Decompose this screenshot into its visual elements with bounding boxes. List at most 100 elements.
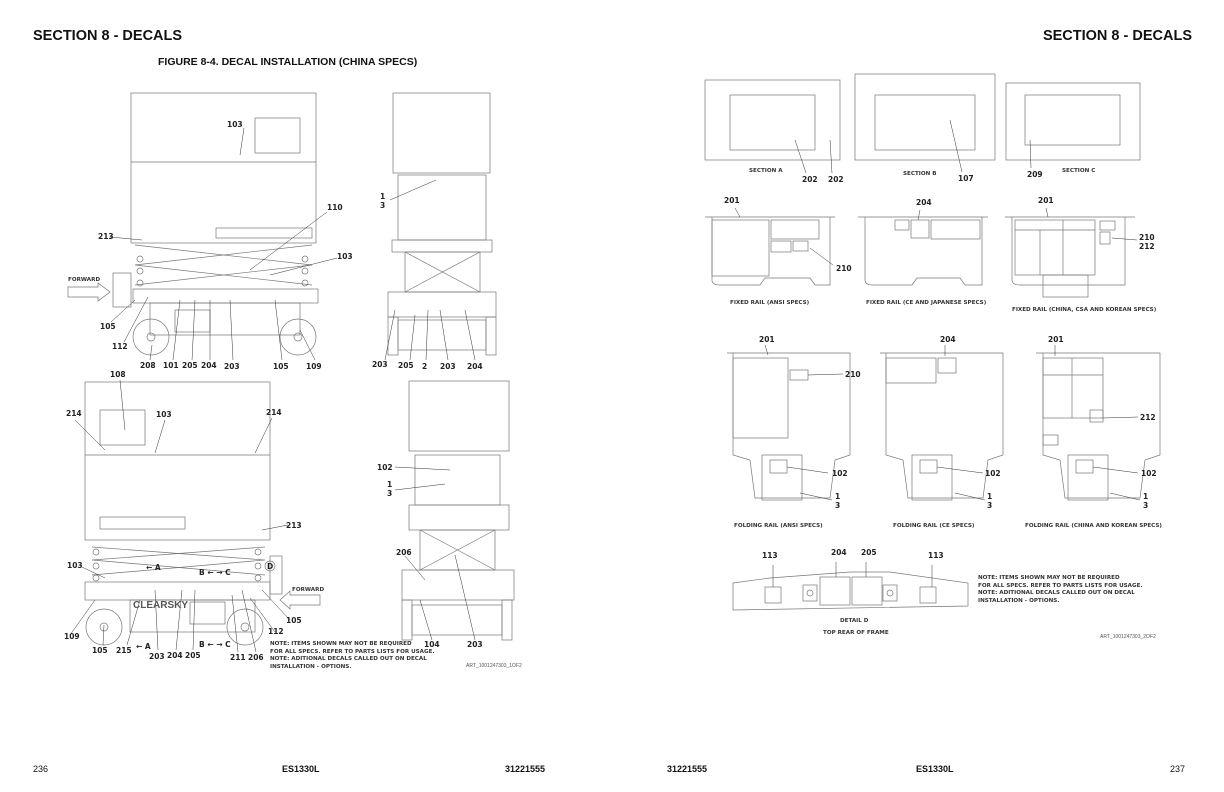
callout: 205 — [398, 361, 414, 370]
callout: 1 — [1143, 492, 1149, 501]
callout: 2 — [422, 362, 428, 371]
doc-number-right: 31221555 — [667, 764, 708, 774]
detail-subtitle: TOP REAR OF FRAME — [823, 630, 889, 636]
callout: 3 — [380, 201, 386, 210]
callout: 3 — [987, 501, 993, 510]
callout: 212 — [1139, 242, 1155, 251]
figure-title: FIGURE 8-4. DECAL INSTALLATION (CHINA SP… — [158, 56, 418, 68]
caption: FOLDING RAIL (CE SPECS) — [893, 523, 975, 529]
clearsky-logo: CLEARSKY — [133, 600, 189, 611]
callout: 204 — [167, 651, 183, 660]
section-title-right: SECTION 8 - DECALS — [1042, 28, 1192, 44]
art-id-left: ART_1001247303_1OF2 — [466, 663, 522, 669]
callout: 202 — [802, 175, 818, 184]
section-title-left: SECTION 8 - DECALS — [33, 28, 183, 44]
section-marker: ← A — [136, 642, 151, 651]
callout: 112 — [112, 342, 128, 351]
callout: 212 — [1140, 413, 1156, 422]
callout: 102 — [985, 469, 1001, 478]
callout: 110 — [327, 203, 343, 212]
callout: 201 — [1038, 196, 1054, 205]
callout: 213 — [286, 521, 302, 530]
section-marker: ← A — [146, 563, 161, 572]
callout: 203 — [440, 362, 456, 371]
callout: 3 — [1143, 501, 1149, 510]
callout: 201 — [759, 335, 775, 344]
callout: 213 — [98, 232, 114, 241]
callout: 1 — [387, 480, 393, 489]
callout: 202 — [828, 175, 844, 184]
model-right: ES1330L — [916, 764, 954, 774]
side-view-bottom-drawing — [69, 379, 321, 653]
callout: 112 — [268, 627, 284, 636]
callout: 203 — [149, 652, 165, 661]
callout: 205 — [861, 548, 877, 557]
callout: 103 — [337, 252, 353, 261]
callout: 102 — [377, 463, 393, 472]
caption: FOLDING RAIL (CHINA AND KOREAN SPECS) — [1025, 523, 1162, 529]
callout: 204 — [831, 548, 847, 557]
callout: 204 — [916, 198, 932, 207]
detail-title: DETAIL D — [840, 618, 869, 624]
callout: 103 — [227, 120, 243, 129]
caption: SECTION A — [749, 168, 783, 174]
callout: 204 — [467, 362, 483, 371]
callout: 203 — [467, 640, 483, 649]
callout: 105 — [273, 362, 289, 371]
callout: 203 — [224, 362, 240, 371]
callout: 214 — [266, 408, 282, 417]
callout: 204 — [201, 361, 217, 370]
callout: 1 — [835, 492, 841, 501]
callout: 208 — [140, 361, 156, 370]
callout: 210 — [845, 370, 861, 379]
callout: 109 — [306, 362, 322, 371]
callout: 3 — [835, 501, 841, 510]
callout: 201 — [1048, 335, 1064, 344]
caption: SECTION B — [903, 171, 937, 177]
callout: 206 — [248, 653, 264, 662]
fixed-rails-drawing — [705, 207, 1138, 298]
side-view-top-drawing — [67, 92, 338, 361]
callout: 113 — [762, 551, 778, 560]
caption: SECTION C — [1062, 168, 1096, 174]
callout: 215 — [116, 646, 132, 655]
callout: 214 — [66, 409, 82, 418]
callout: 113 — [928, 551, 944, 560]
sections-drawing — [704, 73, 1141, 174]
callout: 203 — [372, 360, 388, 369]
folding-rails-drawing — [727, 344, 1161, 501]
callout: 204 — [940, 335, 956, 344]
callout: 104 — [424, 640, 440, 649]
callout: 205 — [182, 361, 198, 370]
callout: 210 — [1139, 233, 1155, 242]
callout: 108 — [110, 370, 126, 379]
detail-d-drawing — [732, 562, 969, 611]
page-number-right: 237 — [1170, 764, 1186, 774]
forward-label: FORWARD — [292, 587, 325, 593]
callout: 101 — [163, 361, 179, 370]
callout: 103 — [156, 410, 172, 419]
model-left: ES1330L — [282, 764, 320, 774]
front-view-top-drawing — [384, 92, 497, 361]
caption: FIXED RAIL (CE AND JAPANESE SPECS) — [866, 300, 987, 306]
callout: 1 — [987, 492, 993, 501]
section-marker: B ← → C — [199, 640, 231, 649]
callout: 201 — [724, 196, 740, 205]
callout: 209 — [1027, 170, 1043, 179]
callout: 105 — [286, 616, 302, 625]
front-view-bottom-drawing — [394, 380, 515, 641]
caption: FOLDING RAIL (ANSI SPECS) — [734, 523, 823, 529]
callout: 3 — [387, 489, 393, 498]
doc-number-left: 31221555 — [505, 764, 546, 774]
forward-label: FORWARD — [68, 277, 101, 283]
callout: 206 — [396, 548, 412, 557]
section-marker: B ← → C — [199, 568, 231, 577]
callout: 109 — [64, 632, 80, 641]
callout: 105 — [100, 322, 116, 331]
caption: FIXED RAIL (ANSI SPECS) — [730, 300, 810, 306]
callout: 205 — [185, 651, 201, 660]
callout: 102 — [1141, 469, 1157, 478]
